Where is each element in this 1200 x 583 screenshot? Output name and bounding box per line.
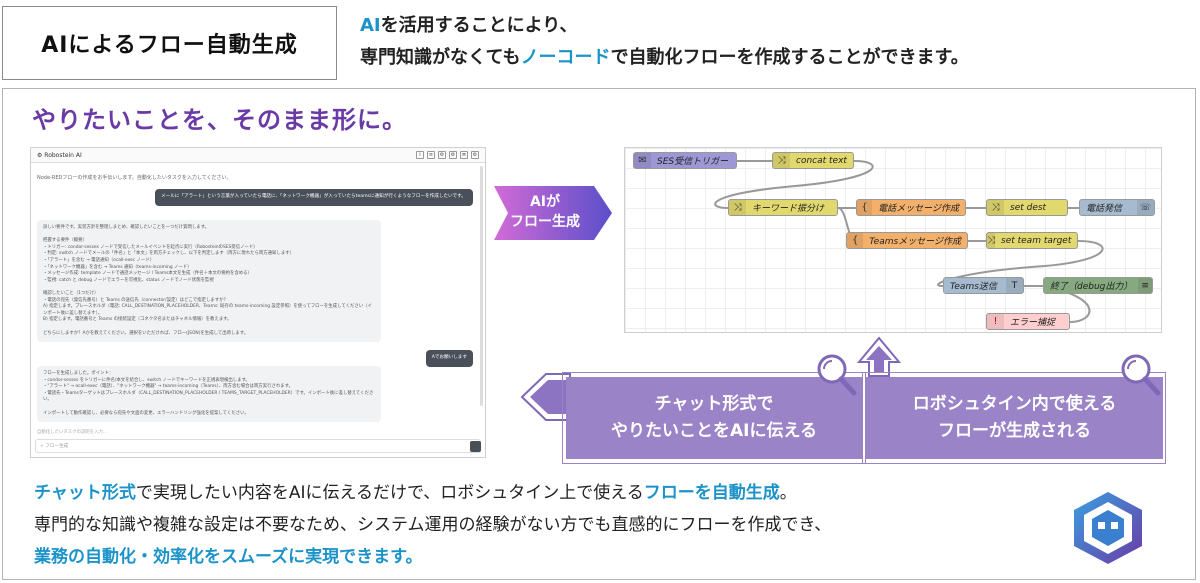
up-arrow-icon bbox=[857, 336, 901, 377]
user-message-2: Aでお願いします bbox=[425, 350, 473, 367]
flow-canvas: ✉ SES受信トリガー ⤨ concat text ⤨ キーワード振分け { 電… bbox=[624, 147, 1162, 333]
intro-ai-highlight: AI bbox=[360, 15, 381, 36]
summary-line-3: 業務の自動化・効率化をスムーズに実現できます。 bbox=[34, 541, 831, 573]
wire bbox=[937, 240, 1104, 287]
config-icon[interactable]: ⚙ bbox=[449, 151, 457, 159]
flow-node-call-exec[interactable]: 電話発信 ☏ bbox=[1079, 199, 1155, 216]
user-message-1: メールに「アラート」という言葉が入っていたら電話に、「ネットワーク機器」が入って… bbox=[155, 189, 473, 206]
flow-node-call-message[interactable]: { 電話メッセージ作成 bbox=[856, 199, 966, 216]
gear-icon[interactable]: ⚙ bbox=[471, 151, 479, 159]
node-label: set dest bbox=[1010, 202, 1047, 213]
chat-step-line1: チャット形式で bbox=[654, 394, 774, 414]
chat-step-box: チャット形式で やりたいことをAIに伝える bbox=[566, 377, 862, 459]
summary-flow-highlight: フローを自動生成 bbox=[643, 483, 780, 503]
summary-efficiency-highlight: 業務の自動化・効率化をスムーズに実現できます。 bbox=[34, 547, 423, 567]
teams-icon: T bbox=[1006, 278, 1023, 293]
node-label: concat text bbox=[796, 155, 847, 166]
page-title: AIによるフロー自動生成 bbox=[41, 33, 298, 58]
magnifier-icon bbox=[817, 354, 857, 396]
intro-line-1: AIを活用することにより、 bbox=[360, 10, 969, 42]
page-title-box: AIによるフロー自動生成 bbox=[2, 6, 337, 80]
summary-line-1: チャット形式で実現したい内容をAIに伝えるだけで、ロボシュタイン上で使えるフロー… bbox=[34, 477, 831, 509]
left-arrow-icon bbox=[520, 373, 571, 421]
wire bbox=[714, 160, 874, 209]
shuffle-icon: ⤨ bbox=[987, 233, 995, 248]
intro-line-2: 専門知識がなくてもノーコードで自動化フローを作成することができます。 bbox=[360, 42, 969, 74]
ai-message-1: 詳しい要件です。実装方針を整理しまとめ、確認したいことを一つだけ質問します。 把… bbox=[37, 220, 381, 343]
node-label: SES受信トリガー bbox=[657, 157, 729, 167]
left-box-outline bbox=[562, 372, 866, 464]
ai-arrow-line1: AIが bbox=[529, 194, 561, 210]
flow-node-set-team[interactable]: ⤨ set team target bbox=[986, 232, 1078, 249]
flow-node-keyword-switch[interactable]: ⤨ キーワード振分け bbox=[728, 199, 838, 216]
template-icon: { bbox=[847, 233, 864, 248]
flow-node-end-debug[interactable]: 終了（debug出力） ≡ bbox=[1043, 277, 1153, 294]
chat-hint-text: 自動化したいタスクの説明を入力... bbox=[37, 430, 108, 435]
node-label: エラー捕捉 bbox=[1010, 318, 1056, 328]
intro-line-1-text: を活用することにより、 bbox=[380, 15, 578, 36]
summary-text: チャット形式で実現したい内容をAIに伝えるだけで、ロボシュタイン上で使えるフロー… bbox=[34, 477, 831, 573]
flow-node-set-dest[interactable]: ⤨ set dest bbox=[986, 199, 1068, 216]
flow-step-line2: フローが生成される bbox=[938, 421, 1091, 441]
shuffle-icon: ⤨ bbox=[987, 200, 1004, 215]
chat-toolbar: i ≡ ⚙ ⚙ ≣ ⚙ bbox=[416, 151, 479, 159]
node-label: 電話発信 bbox=[1086, 204, 1123, 214]
envelope-icon: ✉ bbox=[634, 153, 651, 168]
phone-icon: ☏ bbox=[1137, 200, 1154, 215]
chat-window-title: ⚙ Robostein AI bbox=[37, 151, 82, 159]
ai-arrow-line2: フロー生成 bbox=[510, 214, 580, 230]
flow-generate-label[interactable]: + フロー生成 bbox=[40, 444, 69, 449]
flow-node-error-catch[interactable]: ! エラー捕捉 bbox=[986, 313, 1070, 330]
node-label: 終了（debug出力） bbox=[1050, 282, 1133, 292]
settings-icon[interactable]: ⚙ bbox=[438, 151, 446, 159]
chat-title-text: Robostein AI bbox=[44, 151, 82, 159]
info-icon[interactable]: i bbox=[416, 151, 424, 159]
intro-nocode-highlight: ノーコード bbox=[520, 47, 611, 68]
chat-title-bar: ⚙ Robostein AI i ≡ ⚙ ⚙ ≣ ⚙ bbox=[31, 148, 485, 163]
debug-icon: ≡ bbox=[1138, 278, 1152, 293]
list-icon[interactable]: ≡ bbox=[427, 151, 435, 159]
chat-step-line2: やりたいことをAIに伝える bbox=[611, 421, 817, 441]
node-label: set team target bbox=[1001, 235, 1072, 246]
chat-scrollbar[interactable] bbox=[480, 166, 483, 406]
ai-arrow-icon bbox=[494, 186, 612, 240]
magnifier-icon bbox=[1121, 354, 1161, 396]
menu-icon[interactable]: ≣ bbox=[460, 151, 468, 159]
switch-icon: ⤨ bbox=[729, 200, 746, 215]
logo-icon bbox=[1074, 492, 1142, 564]
flow-step-line1: ロボシュタイン内で使える bbox=[912, 394, 1117, 414]
shuffle-icon: ⤨ bbox=[773, 153, 790, 168]
summary-chat-highlight: チャット形式 bbox=[34, 483, 136, 503]
section-heading: やりたいことを、そのまま形に。 bbox=[32, 106, 407, 134]
flow-node-teams-message[interactable]: { Teamsメッセージ作成 bbox=[846, 232, 968, 249]
send-button[interactable] bbox=[470, 441, 481, 452]
summary-line-1-b: 。 bbox=[779, 483, 797, 503]
intro-line-2-b: で自動化フローを作成することができます。 bbox=[610, 47, 969, 68]
intro-text: AIを活用することにより、 専門知識がなくてもノーコードで自動化フローを作成する… bbox=[360, 10, 969, 74]
ai-arrow-label: AIが フロー生成 bbox=[490, 192, 600, 232]
chat-input[interactable]: + フロー生成 bbox=[35, 439, 481, 453]
flow-node-teams-send[interactable]: Teams送信 T bbox=[943, 277, 1024, 294]
template-icon: { bbox=[857, 200, 873, 215]
chat-intro-text: Node-REDフローの作成をお手伝いします。自動化したいタスクを入力してくださ… bbox=[37, 175, 232, 181]
summary-line-1-a: で実現したい内容をAIに伝えるだけで、ロボシュタイン上で使える bbox=[135, 483, 644, 503]
chat-window: ⚙ Robostein AI i ≡ ⚙ ⚙ ≣ ⚙ Node-REDフローの作… bbox=[30, 147, 486, 458]
exclamation-icon: ! bbox=[987, 314, 1004, 329]
flow-step-box: ロボシュタイン内で使える フローが生成される bbox=[866, 377, 1163, 459]
node-label: Teams送信 bbox=[950, 282, 997, 292]
ai-message-2: フローを生成しました。ポイント： ・condor-sesses をトリガーに件名… bbox=[37, 366, 381, 423]
summary-line-2: 専門的な知識や複雑な設定は不要なため、システム運用の経験がない方でも直感的にフロ… bbox=[34, 515, 832, 535]
node-label: キーワード振分け bbox=[752, 204, 825, 214]
node-label: 電話メッセージ作成 bbox=[878, 204, 959, 214]
right-box-outline bbox=[862, 372, 1166, 464]
node-label: Teamsメッセージ作成 bbox=[869, 237, 961, 247]
flow-node-ses-trigger[interactable]: ✉ SES受信トリガー bbox=[633, 152, 737, 169]
flow-node-concat[interactable]: ⤨ concat text bbox=[772, 152, 854, 169]
intro-line-2-a: 専門知識がなくても bbox=[360, 47, 521, 68]
